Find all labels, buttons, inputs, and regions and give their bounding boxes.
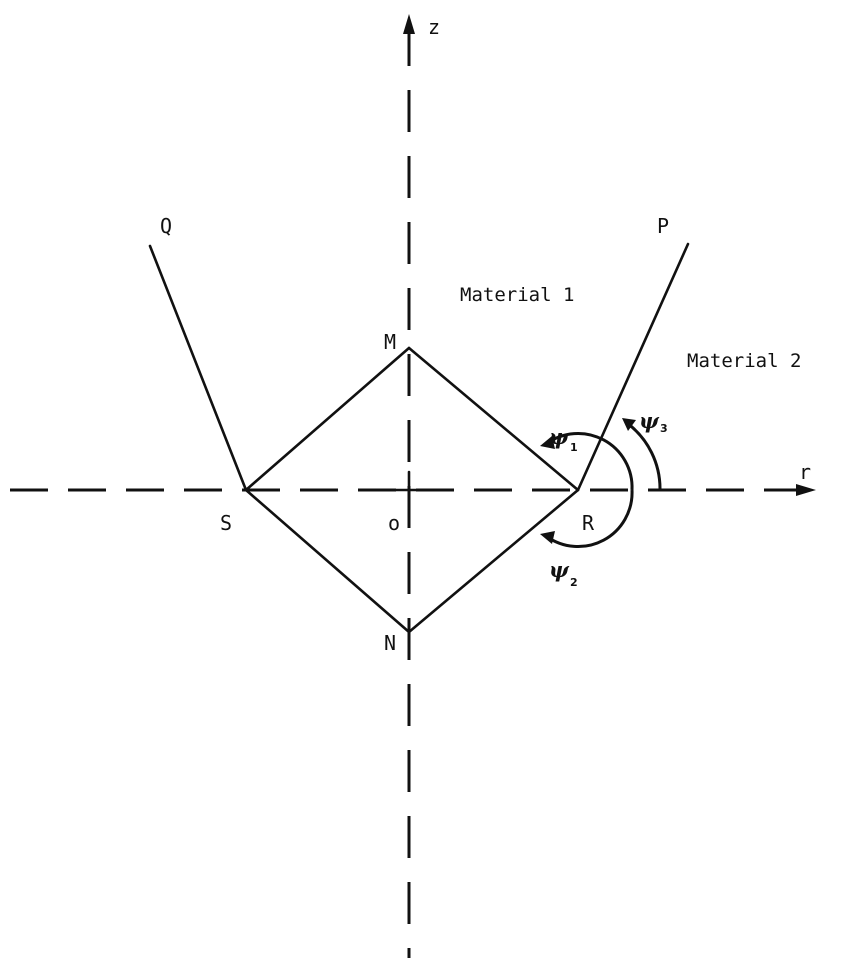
psi2-symbol: ψ: [549, 557, 570, 582]
edge-R-N: [407, 488, 580, 634]
psi3-arc: [626, 421, 662, 491]
edge-S-M: [244, 346, 411, 492]
material-2-label: Material 2: [687, 350, 801, 372]
psi2-arc: [545, 489, 634, 549]
edge-S-Q: [148, 244, 248, 492]
point-label-Q: Q: [160, 214, 172, 238]
psi1-arc: [545, 431, 634, 491]
z-axis-arrowhead: [403, 14, 415, 34]
psi1-arrowhead: [540, 436, 555, 449]
edge-N-S: [244, 488, 411, 634]
point-label-M: M: [384, 330, 396, 354]
point-label-R: R: [582, 511, 595, 535]
point-label-S: S: [220, 511, 232, 535]
origin-label: o: [388, 511, 400, 535]
r-axis-label: r: [799, 460, 811, 484]
psi3-subscript: 3: [660, 422, 668, 435]
material-1-label: Material 1: [460, 284, 574, 306]
psi2-arrowhead: [540, 531, 555, 544]
r-axis-arrowhead: [796, 484, 816, 496]
point-label-N: N: [384, 631, 396, 655]
edge-M-R: [407, 346, 580, 492]
psi3-symbol: ψ: [639, 408, 660, 433]
psi1-subscript: 1: [570, 441, 578, 454]
psi3-arrowhead: [622, 418, 636, 431]
edge-R-P: [576, 242, 690, 492]
z-axis-label: z: [428, 15, 440, 39]
psi2-subscript: 2: [570, 576, 578, 589]
point-label-P: P: [657, 214, 669, 238]
psi1-symbol: ψ: [549, 424, 570, 449]
